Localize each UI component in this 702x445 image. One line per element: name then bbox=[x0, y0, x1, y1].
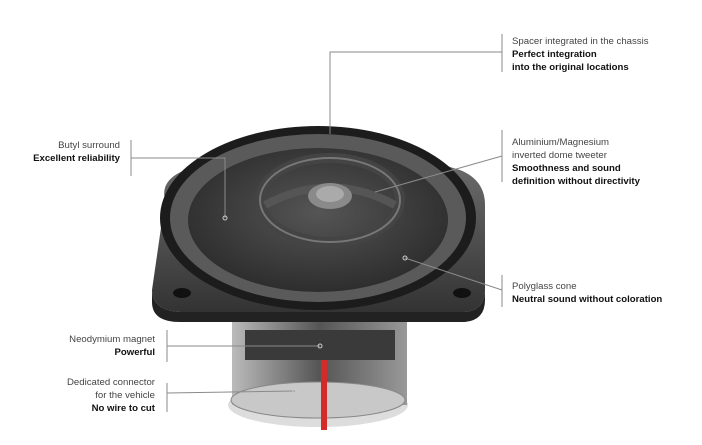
connector-wire bbox=[321, 360, 327, 430]
magnet-assembly bbox=[228, 300, 408, 430]
callout-magnet: Neodymium magnet Powerful bbox=[69, 334, 155, 358]
callout-spacer: Spacer integrated in the chassis Perfect… bbox=[512, 36, 649, 73]
callout-connector: Dedicated connector for the vehicle No w… bbox=[67, 377, 155, 414]
callout-cone: Polyglass cone Neutral sound without col… bbox=[512, 281, 663, 305]
tweeter bbox=[255, 153, 405, 247]
callout-surround: Butyl surround Excellent reliability bbox=[33, 140, 120, 164]
cone bbox=[160, 126, 476, 310]
leader-lines bbox=[130, 34, 503, 412]
callout-tweeter: Aluminium/Magnesium inverted dome tweete… bbox=[512, 137, 640, 187]
